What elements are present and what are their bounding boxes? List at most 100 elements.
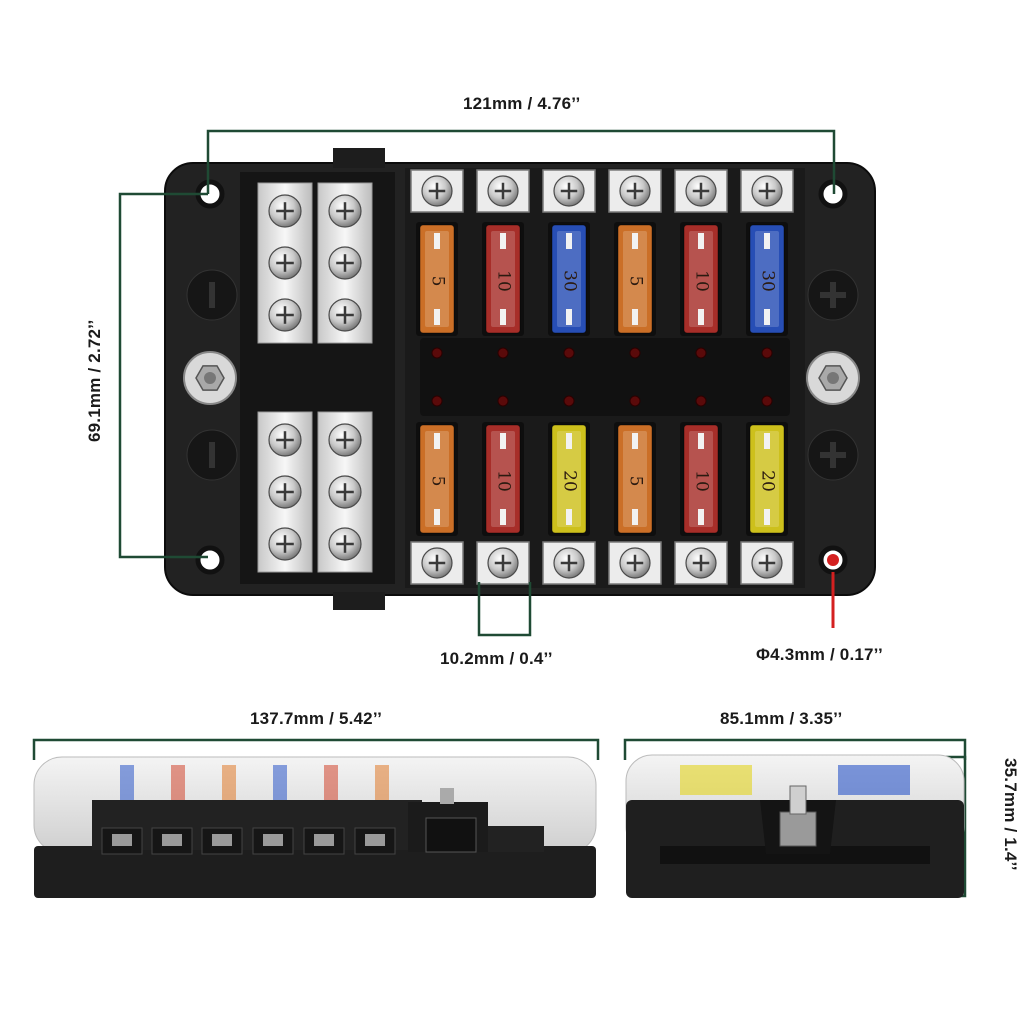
fuse-top-3: 30	[548, 222, 590, 336]
fuse-body	[485, 224, 521, 334]
stud-bolt	[827, 372, 839, 384]
side-terminal-screw	[162, 834, 182, 846]
end-stud-nut	[779, 811, 817, 847]
fuse-body	[419, 424, 455, 534]
side-fuse-tint	[375, 765, 389, 803]
positive-stud	[806, 351, 860, 405]
fuse-body	[749, 424, 785, 534]
terminal-screw	[619, 547, 651, 579]
fuse-shine	[623, 231, 647, 327]
dim-terminal-width: 10.2mm / 0.4’’	[440, 649, 553, 668]
status-led	[563, 395, 575, 407]
status-led	[431, 395, 443, 407]
busbar-screw	[328, 527, 362, 561]
body-top-tab	[333, 148, 385, 168]
fuse-blade	[434, 233, 440, 249]
dim-left-height: 69.1mm / 2.72’’	[85, 319, 104, 442]
side-fuse-tint	[222, 765, 236, 803]
terminal-screw	[421, 175, 453, 207]
dim-side-length: 137.7mm / 5.42’’	[250, 709, 383, 728]
fuse-shine	[755, 231, 779, 327]
end-stud-bolt	[789, 785, 807, 815]
terminal-screw	[487, 547, 519, 579]
fuse-shine	[425, 431, 449, 527]
fuse-body	[617, 224, 653, 334]
fuse-top-5: 10	[680, 222, 722, 336]
dim-line-end-width	[623, 738, 967, 760]
status-led	[695, 347, 707, 359]
fuse-body	[551, 224, 587, 334]
fuse-body	[683, 424, 719, 534]
busbar-screw	[328, 475, 362, 509]
fuse-rating-label: 20	[758, 470, 778, 492]
fuse-blade	[764, 509, 770, 525]
terminal-screw	[553, 547, 585, 579]
status-led	[761, 347, 773, 359]
fuse-top-6: 30	[746, 222, 788, 336]
led-strip	[420, 338, 790, 416]
fuse-blade	[764, 433, 770, 449]
end-base-slot	[660, 846, 930, 864]
fuse-blade	[500, 509, 506, 525]
fuse-bottom-3: 20	[548, 422, 590, 536]
fuse-blade	[500, 233, 506, 249]
side-base	[34, 846, 596, 898]
fuse-blade	[764, 309, 770, 325]
fuse-blade	[698, 309, 704, 325]
side-stud-port	[425, 817, 477, 853]
fuse-shine	[689, 231, 713, 327]
fuse-rating-label: 30	[758, 270, 778, 292]
side-fuse-tint	[273, 765, 287, 803]
plus-glyph	[830, 282, 836, 308]
side-terminal-screw	[263, 834, 283, 846]
fuse-body	[419, 224, 455, 334]
terminal-screw	[553, 175, 585, 207]
fuse-top-1: 5	[416, 222, 458, 336]
side-stud-bolt	[440, 788, 454, 804]
dim-line-side-length	[32, 738, 600, 760]
side-fuse-tint	[171, 765, 185, 803]
side-terminal-screw	[365, 834, 385, 846]
status-led	[563, 347, 575, 359]
fuse-bottom-6: 20	[746, 422, 788, 536]
terminal-screw	[751, 175, 783, 207]
fuse-bottom-4: 5	[614, 422, 656, 536]
plus-glyph	[830, 442, 836, 468]
fuse-blade	[566, 433, 572, 449]
fuse-rating-label: 5	[626, 276, 646, 287]
dim-line-width	[206, 129, 836, 194]
status-led	[629, 347, 641, 359]
terminal-screw	[487, 175, 519, 207]
fuse-bottom-1: 5	[416, 422, 458, 536]
fuse-blade	[566, 233, 572, 249]
fuse-top-2: 10	[482, 222, 524, 336]
fuse-shine	[755, 431, 779, 527]
fuse-blade	[698, 433, 704, 449]
busbar-screw	[268, 194, 302, 228]
status-led	[695, 395, 707, 407]
terminal-screw	[619, 175, 651, 207]
fuse-rating-label: 5	[428, 276, 448, 287]
fuse-body	[617, 424, 653, 534]
fuse-blade	[632, 233, 638, 249]
fuse-rating-label: 10	[692, 470, 712, 492]
fuse-shine	[689, 431, 713, 527]
side-terminal-screw	[112, 834, 132, 846]
fuse-bottom-5: 10	[680, 422, 722, 536]
body-bottom-tab	[333, 592, 385, 610]
side-terminal-screw	[314, 834, 334, 846]
dim-line-height	[118, 192, 208, 559]
side-clip	[488, 826, 544, 852]
fuse-blade	[698, 233, 704, 249]
end-fuse-tint-blue	[838, 765, 910, 795]
fuse-body	[485, 424, 521, 534]
fuse-blade	[434, 433, 440, 449]
side-fuse-tint	[120, 765, 134, 803]
terminal-screw	[685, 547, 717, 579]
fuse-body	[749, 224, 785, 334]
fuse-shine	[491, 231, 515, 327]
side-fuse-tint	[324, 765, 338, 803]
fuse-shine	[623, 431, 647, 527]
fuse-rating-label: 10	[494, 270, 514, 292]
